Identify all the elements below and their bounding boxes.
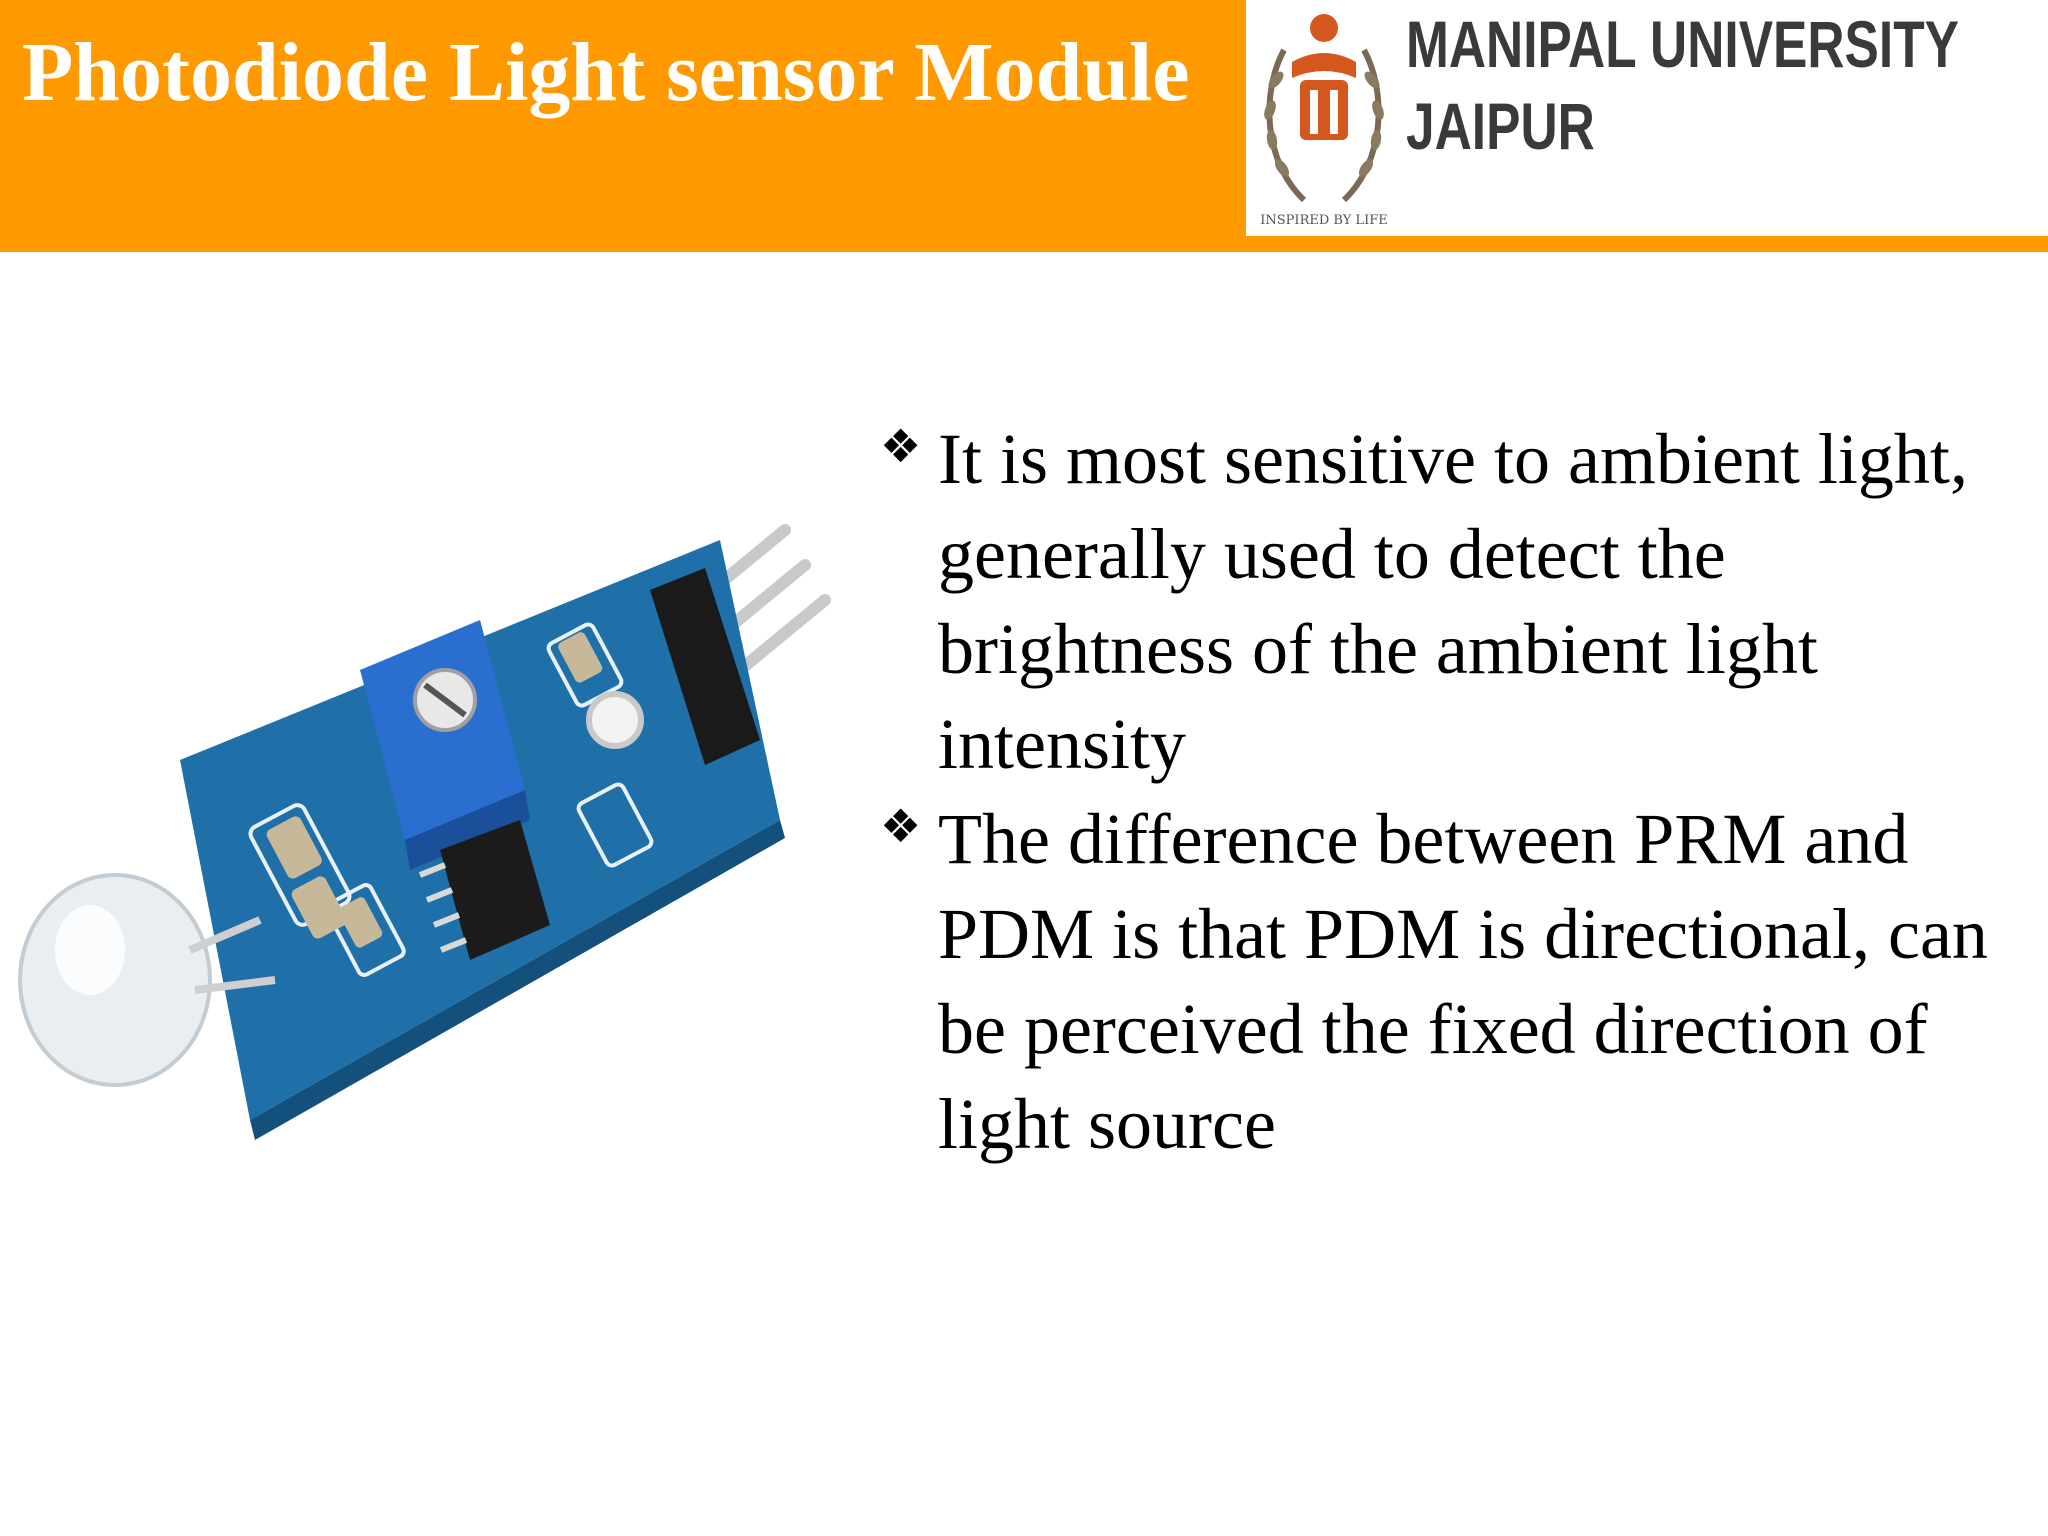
diamond-bullet-icon: ❖	[880, 419, 922, 473]
logo-university-name: MANIPAL UNIVERSITY	[1406, 7, 1959, 81]
bullet-item: ❖ It is most sensitive to ambient light,…	[880, 412, 2030, 792]
bullet-list: ❖ It is most sensitive to ambient light,…	[880, 412, 2030, 1172]
bullet-item: ❖ The difference between PRM and PDM is …	[880, 792, 2030, 1172]
slide-title: Photodiode Light sensor Module	[22, 26, 1190, 119]
bullet-text: The difference between PRM and PDM is th…	[938, 799, 1988, 1164]
university-emblem-icon: INSPIRED BY LIFE	[1260, 14, 1388, 228]
photodiode-sensor-module-photo	[18, 524, 831, 1140]
logo-tagline: INSPIRED BY LIFE	[1260, 213, 1387, 228]
bullet-text: It is most sensitive to ambient light, g…	[938, 419, 1968, 784]
university-logo: INSPIRED BY LIFE MANIPAL UNIVERSITY JAIP…	[1246, 0, 2048, 236]
logo-university-city: JAIPUR	[1406, 89, 1595, 163]
diamond-bullet-icon: ❖	[880, 799, 922, 853]
